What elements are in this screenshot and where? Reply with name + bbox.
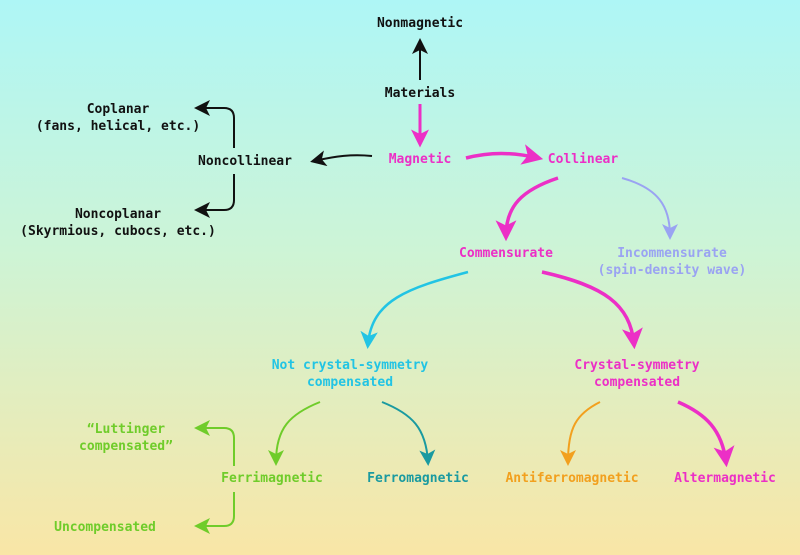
node-crystal-symmetry-compensated: Crystal-symmetry compensated: [574, 357, 699, 391]
coplanar-examples: (fans, helical, etc.): [35, 119, 201, 134]
arrow-not-crystal-symmetry-to-ferrimagnetic: [268, 401, 321, 466]
noncoplanar-title: Noncoplanar: [74, 207, 162, 222]
arrow-commensurate-to-crystal-symmetry: [541, 270, 643, 350]
luttinger-line1: “Luttinger: [86, 422, 166, 437]
node-commensurate: Commensurate: [459, 246, 553, 261]
arrow-noncollinear-to-noncoplanar: [194, 174, 235, 218]
incommensurate-title: Incommensurate: [617, 246, 727, 261]
node-ferromagnetic: Ferromagnetic: [367, 471, 469, 486]
node-antiferromagnetic: Antiferromagnetic: [505, 471, 639, 486]
node-noncollinear: Noncollinear: [198, 154, 292, 169]
node-coplanar: Coplanar (fans, helical, etc.): [36, 101, 200, 135]
node-incommensurate: Incommensurate (spin-density wave): [598, 245, 747, 279]
node-altermagnetic: Altermagnetic: [674, 471, 776, 486]
node-not-crystal-symmetry-compensated: Not crystal-symmetry compensated: [272, 357, 429, 391]
arrow-crystal-symmetry-to-altermagnetic: [677, 400, 735, 468]
arrow-collinear-to-commensurate: [495, 176, 559, 242]
node-collinear: Collinear: [547, 152, 619, 167]
arrow-ferrimagnetic-to-luttinger: [194, 420, 235, 466]
coplanar-title: Coplanar: [86, 102, 150, 117]
crystal-symmetry-line2: compensated: [593, 375, 681, 390]
node-materials: Materials: [384, 86, 456, 101]
node-luttinger-compensated: “Luttinger compensated”: [79, 421, 173, 455]
not-crystal-symmetry-line1: Not crystal-symmetry: [271, 358, 429, 373]
arrow-commensurate-to-not-crystal-symmetry: [360, 270, 469, 349]
arrow-magnetic-to-noncollinear: [310, 150, 373, 167]
node-nonmagnetic: Nonmagnetic: [376, 16, 464, 31]
node-magnetic: Magnetic: [388, 152, 452, 167]
not-crystal-symmetry-line2: compensated: [306, 375, 394, 390]
arrow-noncollinear-to-coplanar: [194, 100, 235, 148]
arrow-ferrimagnetic-to-uncompensated: [194, 492, 235, 534]
node-uncompensated: Uncompensated: [54, 520, 156, 535]
arrow-magnetic-to-collinear: [465, 144, 544, 165]
noncoplanar-examples: (Skyrmious, cubocs, etc.): [20, 224, 216, 239]
arrow-collinear-to-incommensurate: [621, 177, 678, 240]
crystal-symmetry-line1: Crystal-symmetry: [574, 358, 700, 373]
node-noncoplanar: Noncoplanar (Skyrmious, cubocs, etc.): [20, 206, 216, 240]
incommensurate-subtitle: (spin-density wave): [597, 263, 747, 278]
luttinger-line2: compensated”: [79, 439, 173, 454]
arrow-not-crystal-symmetry-to-ferromagnetic: [381, 401, 436, 466]
node-ferrimagnetic: Ferrimagnetic: [221, 471, 323, 486]
arrow-crystal-symmetry-to-antiferromagnetic: [560, 401, 601, 466]
